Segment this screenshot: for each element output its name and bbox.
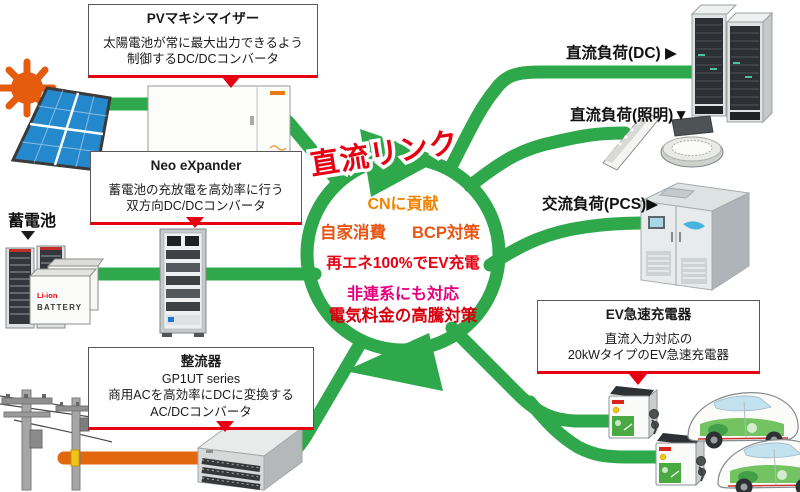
pv-maximizer-device-icon [147,85,291,159]
benefit-bcp: BCP対策 [412,224,480,242]
benefit-self-consumption: 自家消費 [320,224,386,242]
ac-load-label: 交流負荷(PCS)▶ [542,196,659,213]
ev-car-icon [687,392,799,449]
rectifier-device-icon [196,419,304,491]
solar-panel-icon [10,86,112,172]
link-line-lighting [463,126,632,193]
rectifier-title: 整流器 [180,354,222,369]
dc-link-ring [300,129,506,391]
benefit-cn-contribution: CNに貢献 [367,196,439,213]
battery-text-label: BATTERY [37,303,82,312]
link-line-ev1 [445,321,642,428]
neo-expander-desc-line1: 蓄電池の充放電を高効率に行う [108,182,284,197]
ring-arrow-bottom-icon [345,333,443,391]
battery-pointer-icon [21,231,35,240]
ev-charger-desc-line1: 直流入力対応の [604,331,693,346]
link-line-dc-load [444,65,705,174]
neo-expander-desc-line2: 双方向DC/DCコンバータ [126,199,266,214]
neo-expander-box: Neo eXpander 蓄電池の充放電を高効率に行う 双方向DC/DCコンバー… [90,151,302,225]
dc-load-label: 直流負荷(DC) ▶ [566,45,677,62]
rectifier-desc-line1: GP1UT series [161,371,241,386]
server-rack-icon [690,4,774,124]
pv-maximizer-title: PVマキシマイザー [146,11,260,26]
neo-expander-title: Neo eXpander [150,158,242,173]
benefit-renewable-ev-charging: 再エネ100%でEV充電 [326,255,480,272]
pv-box-pointer-icon [222,77,240,88]
pv-maximizer-desc-line2: 制御するDC/DCコンバータ [126,52,280,67]
pv-maximizer-desc-line1: 太陽電池が常に最大出力できるよう [103,35,303,50]
link-line-ev2 [523,395,690,464]
benefit-off-grid: 非連系にも対応 [346,286,459,303]
ev-charger-desc-line2: 20kWタイプのEV急速充電器 [567,348,730,363]
lighting-load-label: 直流負荷(照明)▼ [570,107,689,124]
pcs-cabinet-icon [639,182,751,291]
battery-brand-label: Li-ion [37,291,58,300]
ring-arrow-top-icon [360,129,443,197]
led-light-bar-icon [602,111,660,171]
ev-charger-title: EV急速充電器 [605,307,692,322]
rectifier-desc-line3: AC/DCコンバータ [150,404,252,419]
rectifier-box-pointer-icon [216,421,234,432]
rectifier-desc-line2: 商用ACを高効率にDCに変換する [108,388,294,403]
highbay-light-icon [660,115,724,168]
ev-charger-box: EV急速充電器 直流入力対応の 20kWタイプのEV急速充電器 [537,300,760,374]
neo-expander-rack-icon [159,228,207,337]
ev-car-icon [717,438,800,492]
utility-pole-icon [0,389,113,491]
pv-maximizer-box: PVマキシマイザー 太陽電池が常に最大出力できるよう 制御するDC/DCコンバー… [88,4,318,78]
ev-box-pointer-icon [629,374,647,385]
ev-charger-icon [608,386,659,440]
neo-box-pointer-icon [186,217,204,228]
battery-label: 蓄電池 [8,213,57,230]
benefit-electricity-cost: 電気料金の高騰対策 [328,307,478,325]
battery-pack-icon: Li-ion BATTERY [28,258,104,325]
rectifier-box: 整流器 GP1UT series 商用ACを高効率にDCに変換する AC/DCコ… [88,347,314,431]
